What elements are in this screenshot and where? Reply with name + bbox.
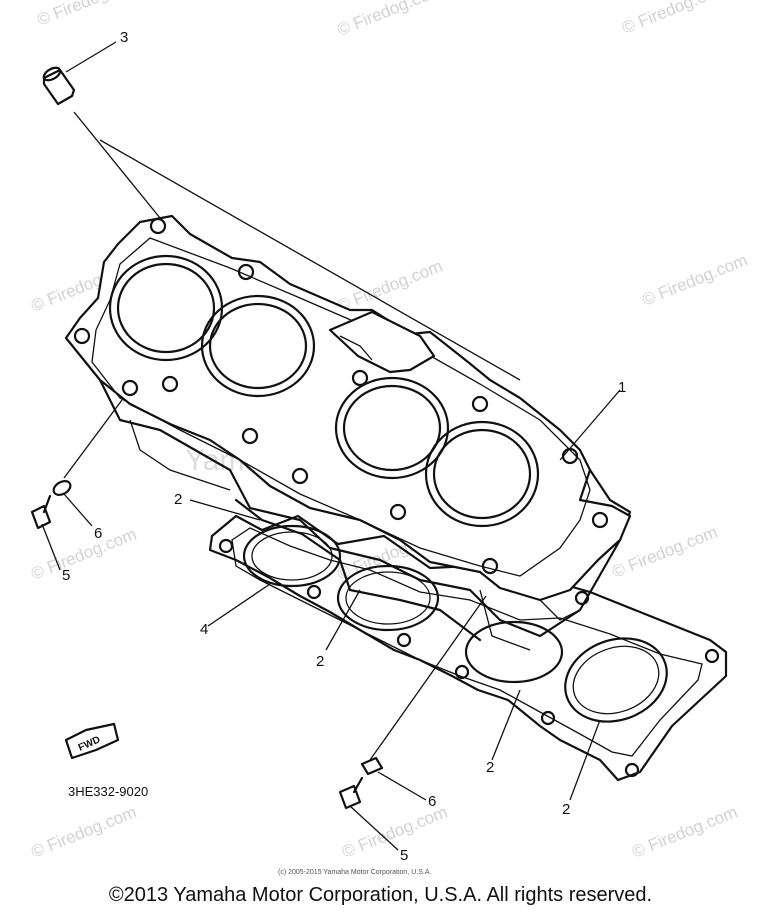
- watermark-text: © Firedog.com: [334, 256, 445, 315]
- callout-6: 6: [428, 793, 436, 810]
- leader-lines: [41, 41, 621, 851]
- footer-copyright: ©2013 Yamaha Motor Corporation, U.S.A. A…: [108, 884, 653, 906]
- watermark-text: © Firedog.com: [629, 802, 740, 861]
- part-code: 3HE332-9020: [68, 784, 148, 799]
- small-copyright: (c) 2005-2015 Yamaha Motor Corporation, …: [278, 869, 431, 876]
- washer: [360, 756, 384, 776]
- callout-5: 5: [62, 567, 70, 584]
- callout-2: 2: [174, 491, 182, 508]
- callout-2: 2: [562, 801, 570, 818]
- cylinder-bore: [424, 420, 540, 528]
- callout-2: 2: [486, 759, 494, 776]
- cylinder-bore: [334, 376, 450, 480]
- watermark-text: © Firedog.com: [639, 250, 750, 309]
- cylinder-bore: [200, 294, 316, 398]
- callout-1: 1: [618, 379, 626, 396]
- watermark-text: © Firedog.com: [619, 0, 730, 38]
- callout-5: 5: [400, 847, 408, 864]
- bolt: [338, 776, 364, 810]
- watermark-text: © Firedog.com: [28, 802, 139, 861]
- watermark-text: © Firedog.com: [609, 522, 720, 581]
- callout-labels: 3 1 2 4 2 2 2 6 5 6 5: [62, 29, 626, 864]
- washer: [52, 480, 72, 496]
- bolt: [30, 494, 52, 530]
- fwd-arrow: FWD: [64, 722, 120, 760]
- watermark-text: © Firedog.com: [334, 0, 445, 40]
- dowel-pin: [42, 66, 76, 106]
- watermark-text: © Firedog.com: [34, 0, 145, 30]
- cylinder-block: [64, 214, 632, 651]
- callout-4: 4: [200, 621, 208, 638]
- callout-2: 2: [316, 653, 324, 670]
- callout-6: 6: [94, 525, 102, 542]
- callout-3: 3: [120, 29, 128, 46]
